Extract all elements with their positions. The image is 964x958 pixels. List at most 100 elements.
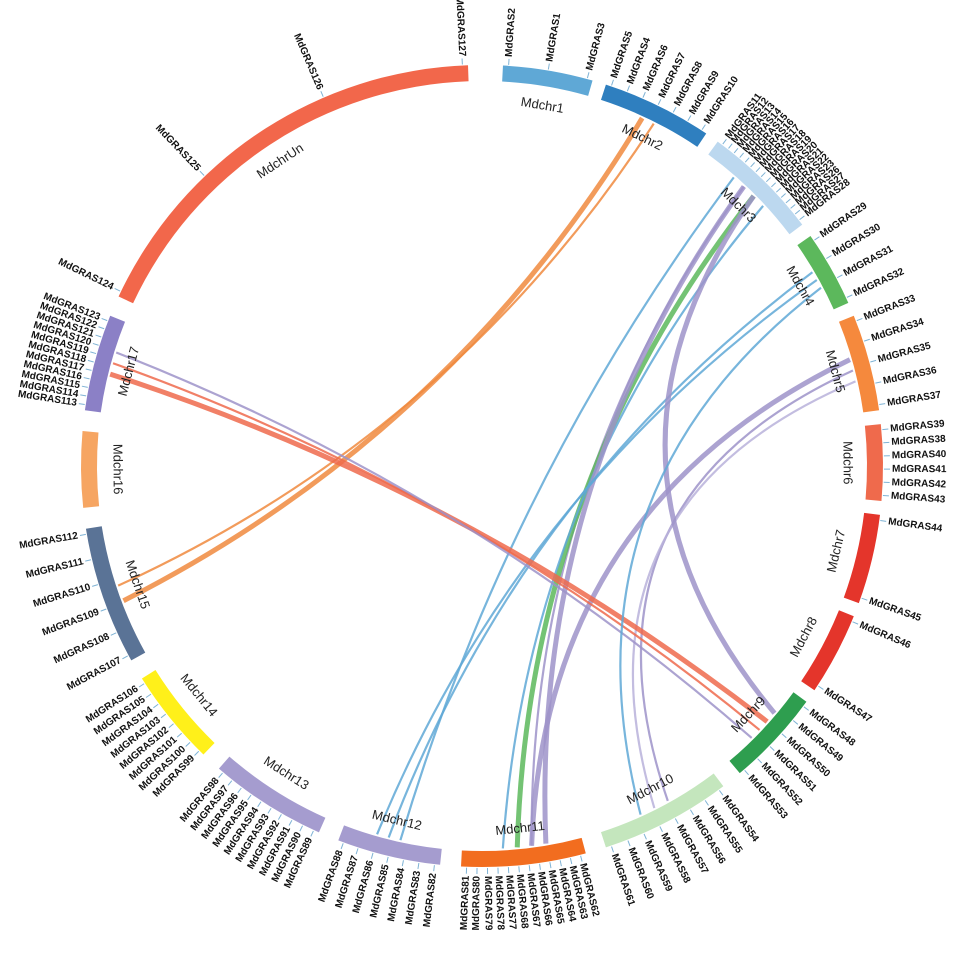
gene-tick <box>92 584 99 587</box>
gene-tick <box>310 830 314 837</box>
gene-tick <box>781 733 787 739</box>
gene-label: MdGRAS78 <box>493 875 506 930</box>
gene-tick <box>642 91 646 98</box>
gene-tick <box>267 807 272 814</box>
chromosome-arc <box>838 315 880 413</box>
gene-tick <box>559 860 562 867</box>
gene-tick <box>85 559 92 562</box>
chromosome-label: Mdchr1 <box>520 94 565 116</box>
gene-tick <box>547 63 550 70</box>
synteny-link <box>514 194 756 848</box>
chromosome-label: Mdchr7 <box>824 528 849 574</box>
gene-tick <box>194 750 200 756</box>
gene-label: MdGRAS1 <box>544 12 563 62</box>
gene-tick <box>277 814 282 820</box>
gene-tick <box>879 403 886 405</box>
gene-tick <box>355 848 359 855</box>
gene-group-mdchr14: MdGRAS99MdGRAS100MdGRAS101MdGRAS102MdGRA… <box>84 683 200 800</box>
gene-tick <box>627 840 631 847</box>
gene-label: MdGRAS45 <box>867 596 922 624</box>
gene-tick <box>569 858 573 865</box>
gene-tick <box>78 403 85 405</box>
gene-tick <box>722 139 727 145</box>
chromosome-mdchr6: Mdchr6 <box>840 424 883 501</box>
gene-tick <box>799 215 805 221</box>
gene-tick <box>674 818 679 824</box>
gene-tick <box>87 359 94 363</box>
gene-tick <box>719 790 724 796</box>
gene-label: MdGRAS44 <box>887 516 943 534</box>
gene-tick <box>733 147 739 154</box>
gene-tick <box>401 860 404 867</box>
gene-tick <box>750 162 756 168</box>
chromosome-label: Mdchr2 <box>620 121 666 153</box>
chromosome-label: Mdchr15 <box>123 558 154 611</box>
gene-tick <box>528 865 531 872</box>
gene-tick <box>687 115 692 121</box>
gene-tick <box>340 843 344 850</box>
gene-label: MdGRAS111 <box>25 556 85 581</box>
chromosome-mdchr7: Mdchr7 <box>824 512 881 604</box>
chromosome-mdchr5: Mdchr5 <box>823 315 880 413</box>
gene-tick <box>775 187 782 193</box>
gene-label: MdGRAS2 <box>504 7 518 57</box>
gene-label: MdGRAS46 <box>858 620 913 651</box>
gene-tick <box>122 655 128 660</box>
gene-tick <box>101 317 108 322</box>
chromosome-mdchr11: Mdchr11 <box>461 818 586 868</box>
gene-tick <box>160 713 167 719</box>
chromosome-arc <box>338 825 442 865</box>
synteny-link <box>631 380 856 809</box>
gene-label: MdGRAS43 <box>890 491 946 506</box>
synteny-link <box>399 176 735 841</box>
chromosome-label: Mdchr16 <box>110 444 125 495</box>
gene-tick <box>792 720 799 725</box>
gene-label: MdGRAS125 <box>153 123 203 174</box>
gene-label: MdGRAS112 <box>18 530 79 551</box>
gene-tick <box>803 706 809 711</box>
gene-tick <box>643 833 647 840</box>
chromosome-arc <box>461 837 586 868</box>
gene-tick <box>672 106 677 113</box>
chromosome-mdchrun: MdchrUn <box>118 65 469 304</box>
gene-tick <box>90 351 97 355</box>
gene-label: MdGRAS34 <box>870 316 926 344</box>
gene-tick <box>549 862 552 869</box>
gene-tick <box>863 338 870 342</box>
chromosome-label: Mdchr8 <box>787 614 821 659</box>
chromosome-arc <box>797 235 849 310</box>
chromosome-arc <box>141 670 215 755</box>
gene-tick <box>794 209 801 215</box>
gene-tick <box>79 533 86 536</box>
gene-label: MdGRAS82 <box>422 872 439 928</box>
gene-tick <box>81 385 88 388</box>
gene-label: MdGRAS40 <box>892 449 947 461</box>
gene-tick <box>168 723 174 729</box>
gene-label: MdGRAS39 <box>890 419 946 435</box>
gene-group-mdchr9: MdGRAS48MdGRAS49MdGRAS50MdGRAS51MdGRAS52… <box>744 706 857 822</box>
gene-tick <box>320 90 324 97</box>
gene-tick <box>370 852 374 859</box>
gene-tick <box>861 597 868 601</box>
gene-tick <box>247 794 252 801</box>
gene-tick <box>176 732 182 738</box>
gene-tick <box>586 72 590 79</box>
gene-tick <box>185 741 191 747</box>
chromosome-mdchr8: Mdchr8 <box>787 610 854 691</box>
gene-group-mdchr3: MdGRAS11MdGRAS12MdGRAS13MdGRAS14MdGRAS15… <box>722 91 853 221</box>
synteny-link <box>662 194 777 715</box>
chromosome-label: Mdchr11 <box>495 818 546 838</box>
gene-label: MdGRAS79 <box>482 876 494 931</box>
gene-label: MdGRAS3 <box>584 21 608 71</box>
chromosome-arc <box>218 756 326 833</box>
gene-group-mdchr13: MdGRAS89MdGRAS90MdGRAS91MdGRAS92MdGRAS93… <box>178 772 315 890</box>
gene-tick <box>611 846 614 853</box>
gene-tick <box>836 274 843 279</box>
gene-label: MdGRAS38 <box>891 434 946 448</box>
gene-tick <box>288 819 293 826</box>
gene-tick <box>114 287 121 292</box>
gene-tick <box>80 394 87 397</box>
gene-label: MdGRAS80 <box>471 875 483 930</box>
gene-label: MdGRAS127 <box>453 0 467 57</box>
